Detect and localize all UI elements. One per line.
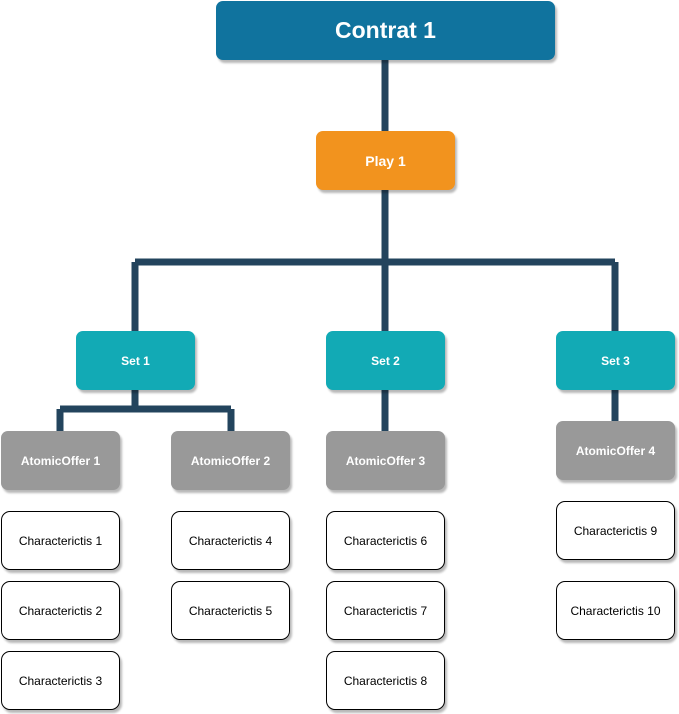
characteristic-label: Characterictis 2 xyxy=(18,603,103,618)
atomic-offer-node-3: AtomicOffer 3 xyxy=(326,431,445,490)
set-label: Set 2 xyxy=(371,353,400,368)
offer-label: AtomicOffer 3 xyxy=(345,453,426,468)
set-label: Set 3 xyxy=(601,353,630,368)
characteristic-node-5: Characterictis 5 xyxy=(171,581,290,640)
characteristic-label: Characterictis 6 xyxy=(343,533,428,548)
offer-label: AtomicOffer 2 xyxy=(190,453,271,468)
characteristic-label: Characterictis 3 xyxy=(18,673,103,688)
offer-label: AtomicOffer 1 xyxy=(20,453,101,468)
play-node: Play 1 xyxy=(316,131,455,190)
characteristic-label: Characterictis 4 xyxy=(188,533,273,548)
set-node-3: Set 3 xyxy=(556,331,675,390)
characteristic-label: Characterictis 8 xyxy=(343,673,428,688)
atomic-offer-node-4: AtomicOffer 4 xyxy=(556,421,675,480)
contract-node: Contrat 1 xyxy=(216,1,555,60)
contract-label: Contrat 1 xyxy=(335,17,436,43)
offer-label: AtomicOffer 4 xyxy=(575,443,656,458)
characteristic-label: Characterictis 9 xyxy=(573,523,658,538)
characteristic-node-4: Characterictis 4 xyxy=(171,511,290,570)
characteristic-label: Characterictis 7 xyxy=(343,603,428,618)
characteristic-node-1: Characterictis 1 xyxy=(1,511,120,570)
characteristic-node-2: Characterictis 2 xyxy=(1,581,120,640)
characteristic-node-9: Characterictis 9 xyxy=(556,501,675,560)
atomic-offer-node-1: AtomicOffer 1 xyxy=(1,431,120,490)
set-node-2: Set 2 xyxy=(326,331,445,390)
characteristic-label: Characterictis 1 xyxy=(18,533,103,548)
characteristic-node-8: Characterictis 8 xyxy=(326,651,445,710)
characteristic-node-10: Characterictis 10 xyxy=(556,581,675,640)
characteristic-node-7: Characterictis 7 xyxy=(326,581,445,640)
characteristic-label: Characterictis 5 xyxy=(188,603,273,618)
characteristic-node-3: Characterictis 3 xyxy=(1,651,120,710)
set-node-1: Set 1 xyxy=(76,331,195,390)
play-label: Play 1 xyxy=(365,152,406,169)
atomic-offer-node-2: AtomicOffer 2 xyxy=(171,431,290,490)
set-label: Set 1 xyxy=(121,353,150,368)
characteristic-node-6: Characterictis 6 xyxy=(326,511,445,570)
characteristic-label: Characterictis 10 xyxy=(570,603,661,618)
